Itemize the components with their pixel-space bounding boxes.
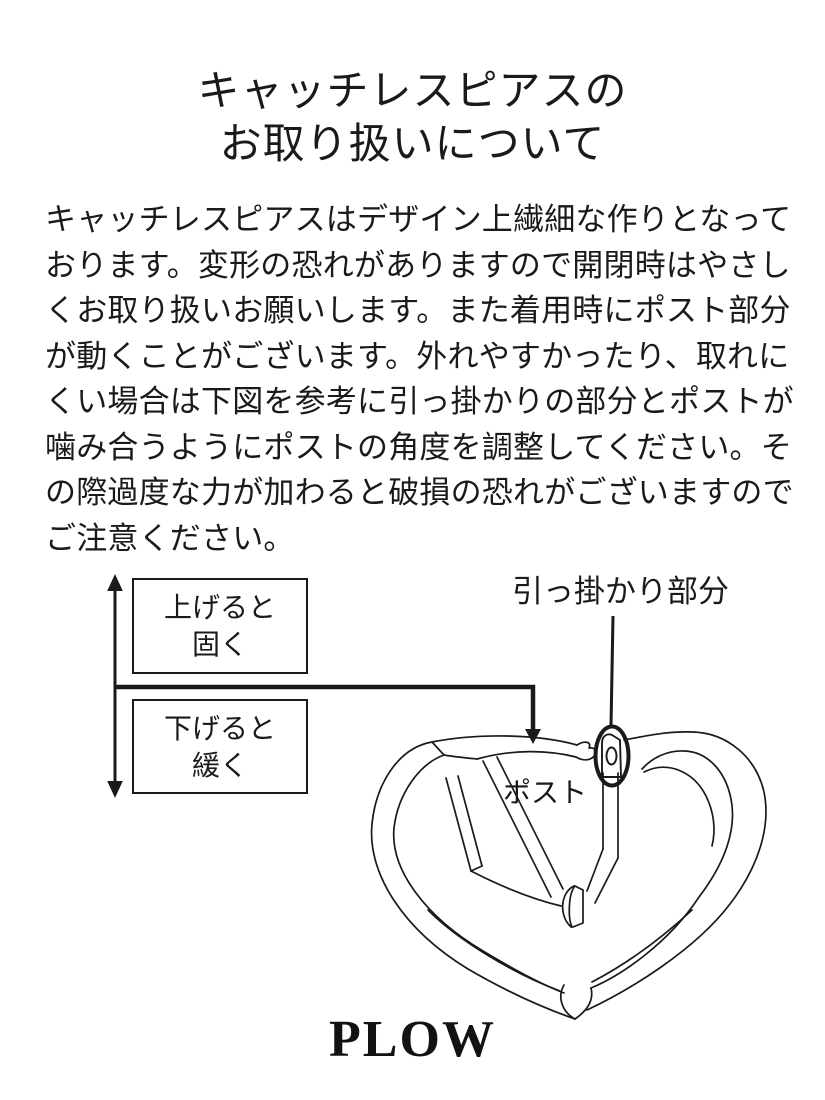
left-bar-cap — [470, 865, 483, 872]
earring-outer-right — [586, 731, 767, 1011]
right-bar-d1 — [586, 848, 604, 892]
earring-cut-face — [431, 741, 478, 760]
body-line: くお取り扱いお願いします。また着用時にポスト部分 — [45, 293, 791, 328]
center-cap-side — [572, 885, 584, 928]
post-hook-tip — [575, 741, 597, 761]
hook-plate — [601, 733, 622, 778]
body-line: 噛み合うようにポストの角度を調整してください。そ — [45, 429, 792, 465]
right-bar-d2 — [594, 857, 619, 904]
earring-thickness-right-top — [643, 766, 715, 847]
body-line: くい場合は下図を参考に引っ掛かりの部分とポストが — [45, 384, 794, 419]
earring-inner-right — [590, 750, 734, 989]
left-bar-2 — [457, 775, 483, 867]
post-upper-edge — [431, 735, 578, 746]
brand-logo: PLOW — [329, 1011, 496, 1068]
earring-thickness-right-bottom — [591, 909, 693, 983]
post-lower-edge — [476, 750, 577, 760]
body-line: の際過度な力が加わると破損の恐れがございますので — [45, 475, 794, 510]
raise-tighter-box: 上げると 固く — [132, 578, 308, 674]
updown-arrow-icon — [107, 574, 123, 798]
hook-plate-hole — [605, 746, 618, 766]
lower-looser-box: 下げると 緩く — [132, 699, 308, 794]
hook-leader-line — [609, 615, 615, 727]
lower-box-line1: 下げると — [163, 712, 276, 744]
hook-part-label: 引っ掛かり部分 — [512, 574, 729, 609]
left-shelf — [470, 870, 562, 907]
body-line: キャッチレスピアスはデザイン上繊細な作りとなって — [45, 202, 792, 237]
center-cap-inner — [568, 885, 576, 928]
left-bar-1 — [445, 777, 472, 872]
body-line: ご注意ください。 — [45, 520, 295, 556]
raise-box-line1: 上げると — [163, 592, 276, 623]
raise-box-line2: 固く — [191, 629, 248, 660]
care-instructions-text: キャッチレスピアスはデザイン上繊細な作りとなって おります。変形の恐れがあります… — [45, 197, 794, 561]
hook-circle-icon — [593, 724, 631, 788]
center-cap-bulge — [561, 885, 575, 928]
lower-box-line2: 緩く — [191, 749, 248, 781]
page-title: キャッチレスピアスの お取り扱いについて — [0, 64, 825, 170]
earring-thickness-left — [427, 909, 561, 992]
body-line: おります。変形の恐れがありますので開閉時はやさし — [45, 247, 791, 283]
page-title-line1: キャッチレスピアスの — [197, 67, 628, 114]
post-label: ポスト — [503, 777, 588, 808]
page-title-line2: お取り扱いについて — [219, 120, 606, 167]
body-line: が動くことがございます。外れやすかったり、取れに — [45, 338, 790, 374]
